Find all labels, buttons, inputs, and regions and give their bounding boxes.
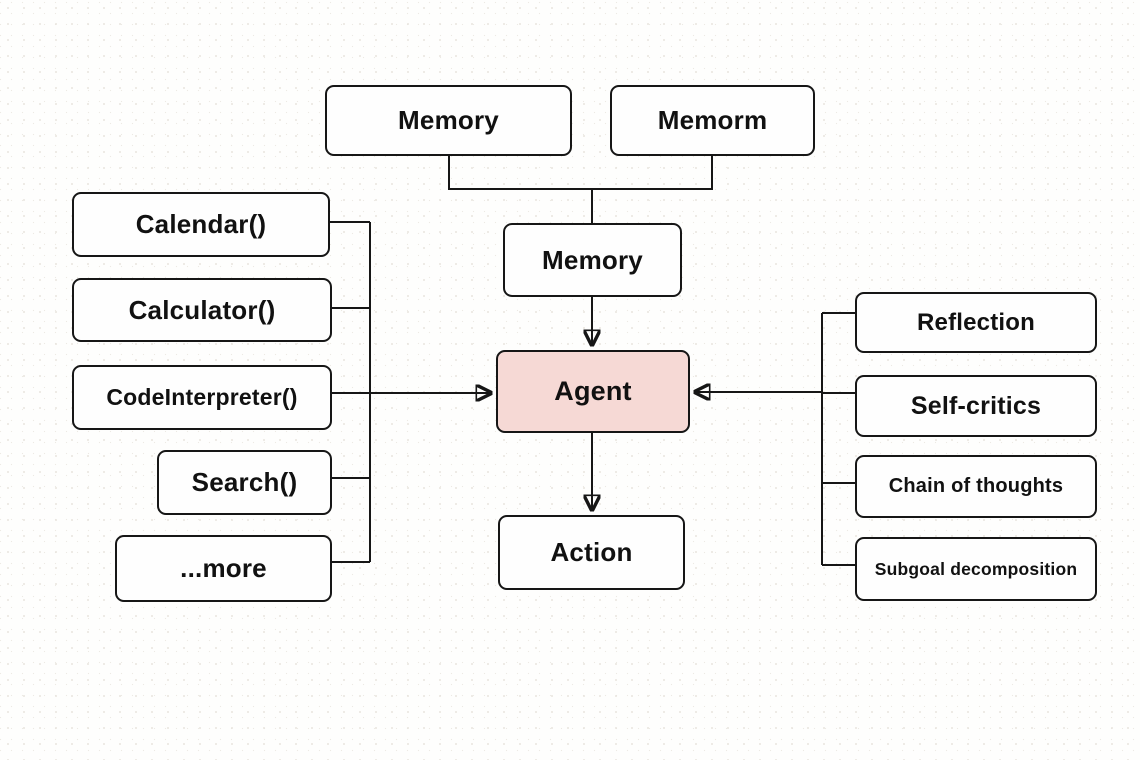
node-tool-calculator: Calculator() [72, 278, 332, 342]
node-planning-reflection: Reflection [855, 292, 1097, 353]
node-planning-subgoal-decomposition: Subgoal decomposition [855, 537, 1097, 601]
node-tool-code-interpreter: CodeInterpreter() [72, 365, 332, 430]
node-agent: Agent [496, 350, 690, 433]
node-planning-chain-of-thoughts: Chain of thoughts [855, 455, 1097, 518]
node-memory-center: Memory [503, 223, 682, 297]
node-planning-self-critics: Self-critics [855, 375, 1097, 437]
node-memory-top-left: Memory [325, 85, 572, 156]
node-tool-search: Search() [157, 450, 332, 515]
node-action: Action [498, 515, 685, 590]
node-tool-more: ...more [115, 535, 332, 602]
node-tool-calendar: Calendar() [72, 192, 330, 257]
node-memorm-top-right: Memorm [610, 85, 815, 156]
